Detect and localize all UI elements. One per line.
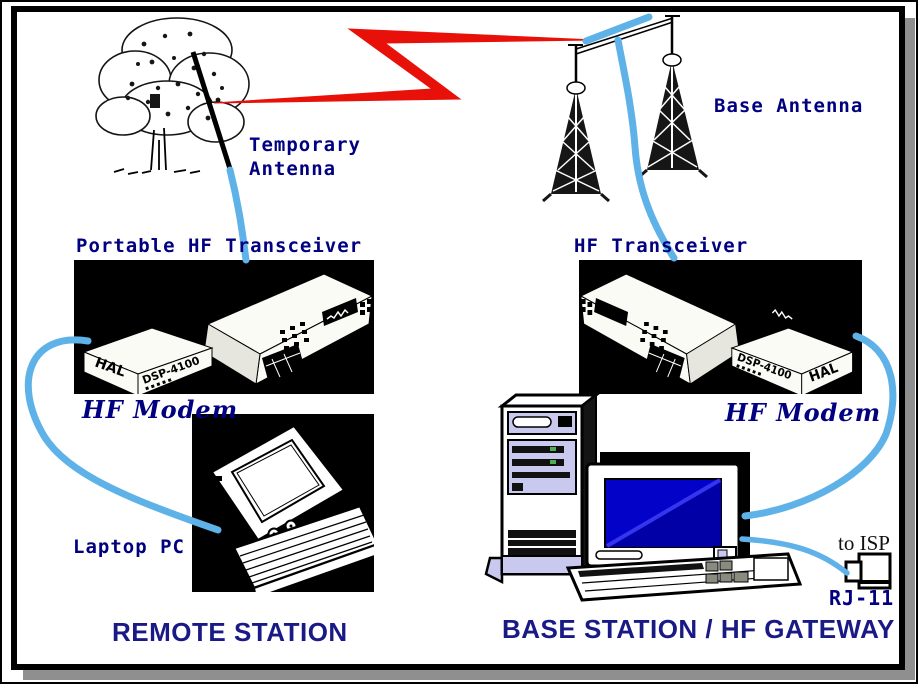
base-antenna-label: Base Antenna xyxy=(714,95,864,117)
transceiver-buttons xyxy=(280,299,372,350)
coax-cables xyxy=(24,13,897,576)
antenna-tower-right-icon xyxy=(638,15,708,179)
diagram-frame xyxy=(11,6,905,670)
desktop-pc-icon xyxy=(484,392,803,602)
to-isp-label: to ISP xyxy=(838,531,890,555)
base-feedline-cable xyxy=(614,36,678,262)
laptop-pc-label: Laptop PC xyxy=(73,536,185,558)
temporary-antenna-wire xyxy=(190,51,234,173)
keyboard-icon xyxy=(565,552,803,602)
rf-lightning-bolt xyxy=(213,28,596,104)
hf-transceiver-icon: DSP-4100 HAL xyxy=(579,273,854,397)
remote-station-title: REMOTE STATION xyxy=(112,617,348,647)
modem-to-laptop-cable xyxy=(24,336,222,534)
portable-hf-transceiver-label: Portable HF Transceiver xyxy=(76,235,363,257)
rj11-connector-icon xyxy=(844,552,892,590)
tree-feedline-cable xyxy=(226,166,250,264)
temporary-antenna-label: Temporary Antenna xyxy=(249,134,361,180)
laptop-icon xyxy=(210,424,382,600)
laptop-image xyxy=(192,414,382,600)
dipole-wire-icon xyxy=(575,17,674,55)
hf-transceiver-icon: HAL DSP-4100 xyxy=(82,273,374,397)
monitor-icon xyxy=(585,452,750,568)
hf-modem-right-label: HF Modem xyxy=(725,398,882,427)
base-dipole-lead-cable xyxy=(582,13,653,45)
hf-modem-left-label: HF Modem xyxy=(82,395,239,424)
base-transceiver-image: DSP-4100 HAL xyxy=(579,260,862,397)
portable-transceiver-image: HAL DSP-4100 xyxy=(74,260,374,397)
rj11-label: RJ-11 xyxy=(829,586,895,610)
hf-transceiver-label: HF Transceiver xyxy=(574,235,749,257)
modem-to-pc-cable xyxy=(741,332,897,520)
pc-to-isp-cable xyxy=(739,536,850,576)
antenna-tower-left-icon xyxy=(542,44,610,203)
pc-tower-icon xyxy=(484,392,601,585)
transceiver-display xyxy=(322,298,358,326)
base-station-title: BASE STATION / HF GATEWAY xyxy=(502,614,895,644)
tree-icon xyxy=(95,17,250,175)
hf-modem-icon: HAL DSP-4100 xyxy=(82,327,214,397)
